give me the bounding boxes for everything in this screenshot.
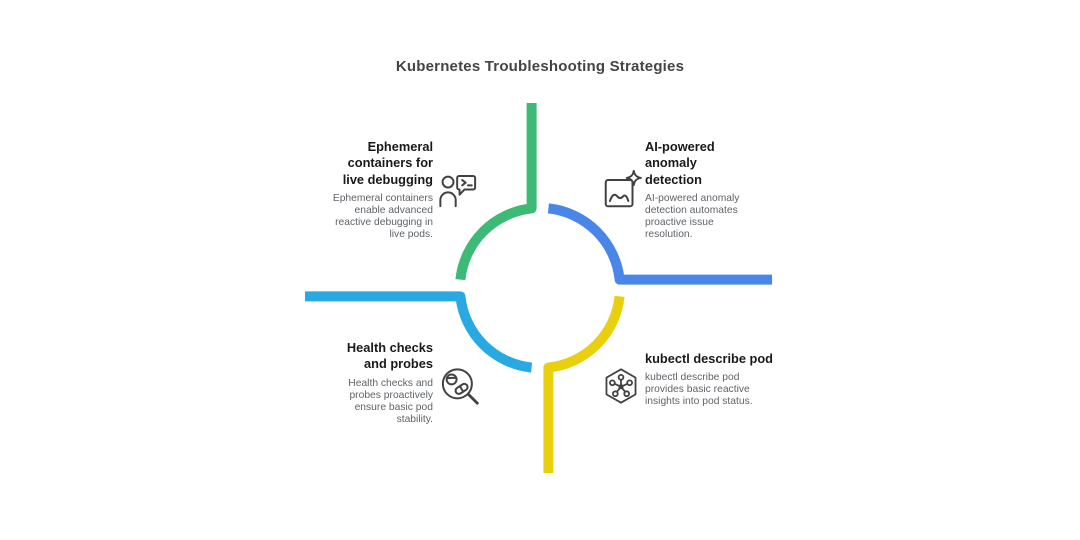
quadrant-bottom-right: kubectl describe pod kubectl describe po…: [645, 351, 775, 408]
magnifier-pills-icon: [441, 368, 479, 405]
quadrant-heading-kubectl: kubectl describe pod: [645, 351, 774, 366]
branch-green-top: [455, 103, 537, 281]
quadrant-top-left: Ephemeral containers for live debugging …: [330, 139, 433, 241]
quadrant-description-anomaly: AI-powered anomaly detection automates p…: [645, 192, 740, 240]
quadrant-top-right: AI-powered anomaly detection AI-powered …: [645, 139, 742, 241]
quadrant-heading-health: Health checks and probes: [346, 340, 433, 372]
branch-cyan-left: [305, 291, 533, 373]
branch-blue-right: [547, 203, 772, 285]
quadrant-description-ephemeral: Ephemeral containers enable advanced rea…: [332, 192, 433, 240]
image-sparkle-icon: [604, 169, 642, 208]
quadrant-heading-anomaly: AI-powered anomaly detection: [645, 139, 715, 187]
hexagon-network-icon: [605, 368, 637, 404]
quadrant-description-kubectl: kubectl describe pod provides basic reac…: [645, 372, 753, 408]
branch-yellow-bottom: [543, 295, 625, 473]
quadrant-description-health: Health checks and probes proactively ens…: [348, 377, 433, 425]
quadrant-heading-ephemeral: Ephemeral containers for live debugging: [342, 139, 433, 187]
person-chat-terminal-icon: [439, 175, 477, 208]
quadrant-bottom-left: Health checks and probes Health checks a…: [330, 340, 433, 426]
page-title: Kubernetes Troubleshooting Strategies: [395, 58, 685, 75]
